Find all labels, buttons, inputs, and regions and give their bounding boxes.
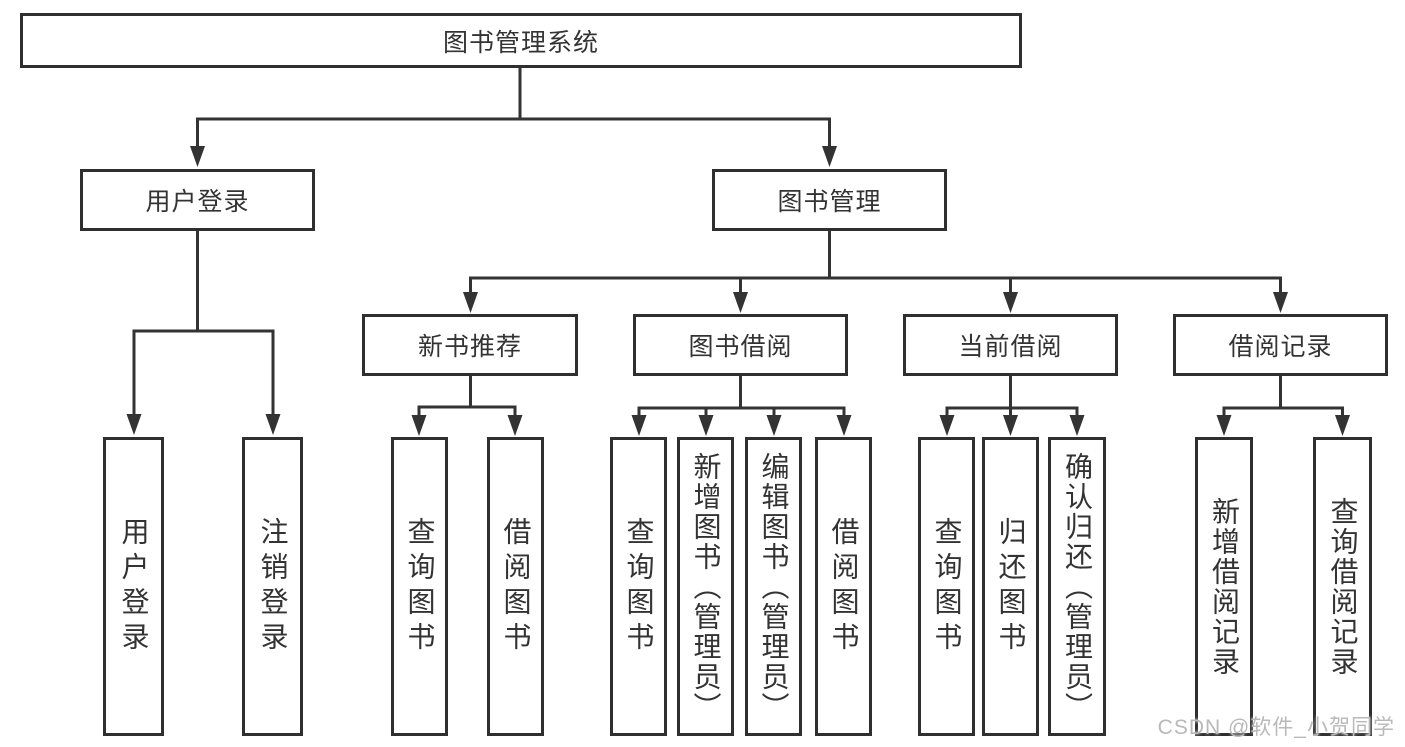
leaf-query-book-recommend-label: 查询图书 [404, 516, 436, 657]
leaf-add-borrow-record: 新增借阅记录 [1195, 437, 1253, 736]
node-new-book-recommend: 新书推荐 [362, 314, 578, 376]
leaf-user-login-label: 用户登录 [118, 516, 150, 657]
leaf-add-borrow-record-label: 新增借阅记录 [1209, 496, 1240, 677]
leaf-borrow-book-recommend: 借阅图书 [487, 437, 544, 736]
leaf-confirm-return-admin: 确认归还（管理员） [1048, 437, 1106, 736]
leaf-add-book-admin: 新增图书（管理员） [677, 437, 734, 736]
leaf-edit-book-admin-label: 编辑图书（管理员） [758, 451, 790, 722]
leaf-borrow-book-recommend-label: 借阅图书 [500, 516, 532, 657]
leaf-logout-label: 注销登录 [257, 516, 289, 657]
leaf-query-borrow-record: 查询借阅记录 [1313, 437, 1372, 736]
leaf-query-book-recommend: 查询图书 [391, 437, 448, 736]
leaf-query-borrow-record-label: 查询借阅记录 [1327, 496, 1359, 677]
leaf-logout: 注销登录 [242, 437, 303, 736]
leaf-borrow-book-label: 借阅图书 [828, 516, 860, 657]
node-user-login: 用户登录 [80, 169, 315, 231]
leaf-return-book: 归还图书 [982, 437, 1039, 736]
leaf-borrow-book: 借阅图书 [815, 437, 872, 736]
leaf-add-book-admin-label: 新增图书（管理员） [690, 451, 722, 722]
leaf-return-book-label: 归还图书 [995, 516, 1027, 657]
leaf-query-book-current: 查询图书 [918, 437, 975, 736]
leaf-query-book-borrow-label: 查询图书 [623, 516, 655, 657]
leaf-user-login: 用户登录 [103, 437, 164, 736]
node-book-management: 图书管理 [712, 169, 947, 231]
leaf-query-book-current-label: 查询图书 [931, 516, 963, 657]
leaf-query-book-borrow: 查询图书 [610, 437, 667, 736]
leaf-edit-book-admin: 编辑图书（管理员） [745, 437, 802, 736]
node-borrow-records: 借阅记录 [1173, 314, 1388, 376]
node-book-borrow: 图书借阅 [633, 314, 848, 376]
leaf-confirm-return-admin-label: 确认归还（管理员） [1062, 451, 1093, 722]
node-current-borrow: 当前借阅 [903, 314, 1118, 376]
node-root: 图书管理系统 [20, 13, 1022, 68]
csdn-watermark: CSDN @软件_小贺同学 [1157, 716, 1395, 739]
